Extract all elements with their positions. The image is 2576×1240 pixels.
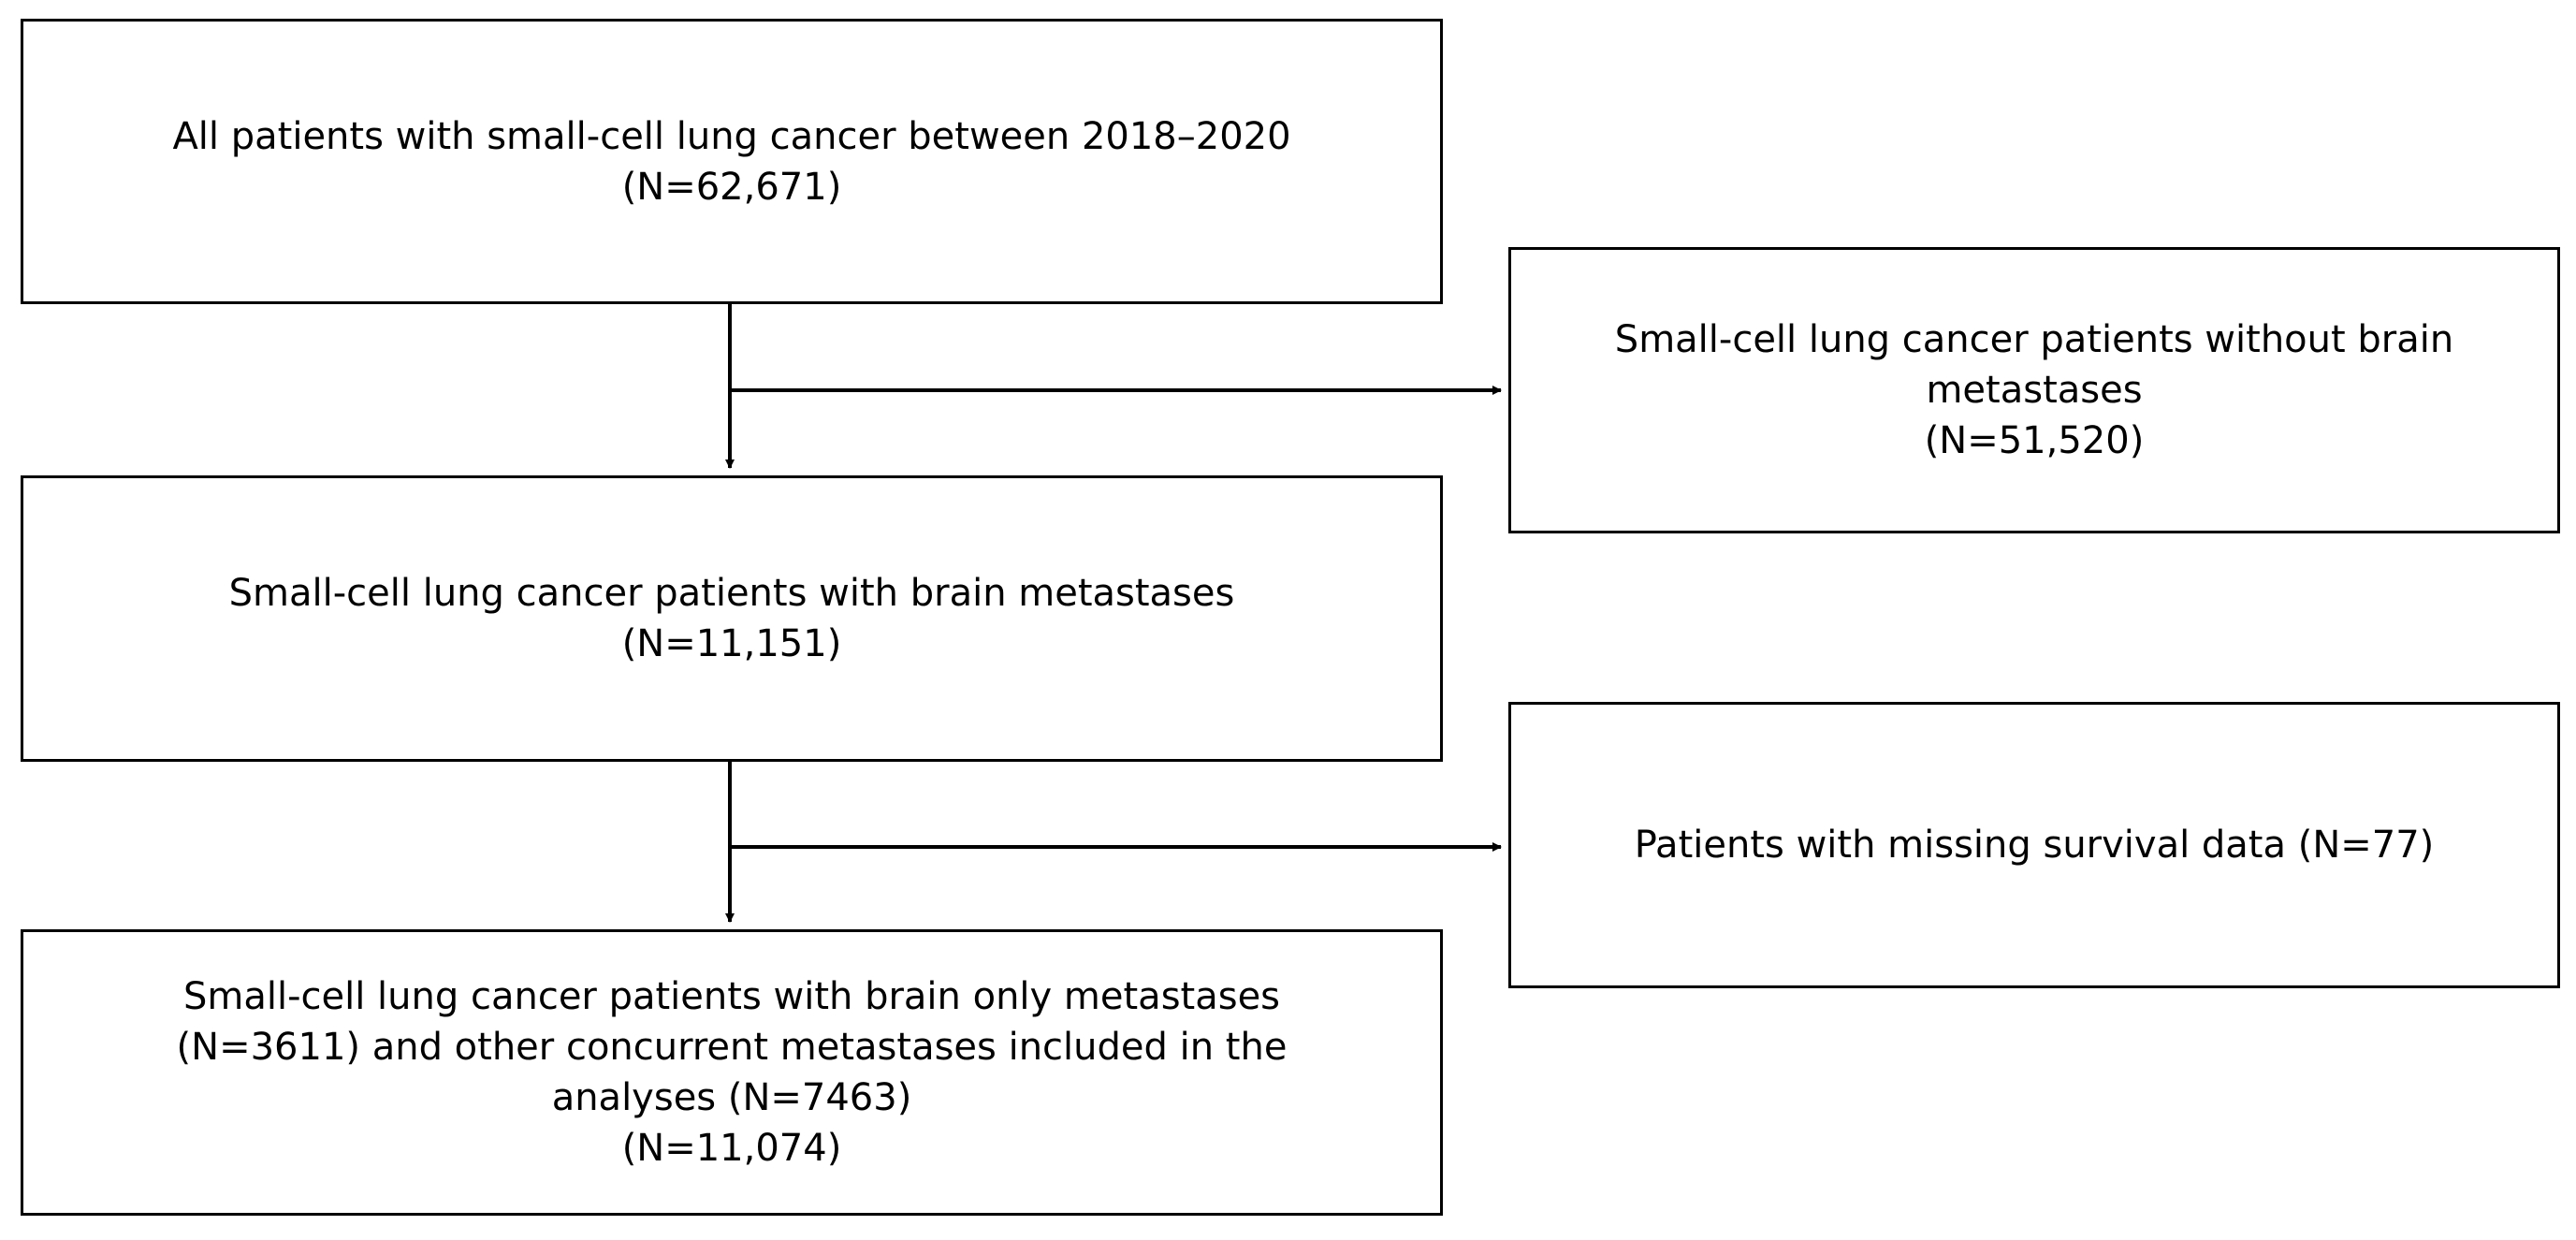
box-missing-survival-line1: Patients with missing survival data (N=7… — [1634, 824, 2435, 867]
box-all-patients: All patients with small-cell lung cancer… — [21, 19, 1443, 304]
box-final-cohort-line2: (N=3611) and other concurrent metastases… — [176, 1026, 1288, 1069]
box-final-cohort-line1: Small-cell lung cancer patients with bra… — [182, 975, 1281, 1018]
box-with-brain-mets-line2: (N=11,151) — [621, 622, 842, 665]
box-final-cohort-line4: (N=11,074) — [621, 1127, 842, 1170]
box-without-brain-mets: Small-cell lung cancer patients without … — [1508, 247, 2560, 533]
box-without-brain-mets-line2: metastases — [1926, 369, 2143, 412]
box-all-patients-line2: (N=62,671) — [621, 165, 842, 209]
box-final-cohort: Small-cell lung cancer patients with bra… — [21, 929, 1443, 1216]
box-final-cohort-line3: analyses (N=7463) — [551, 1076, 912, 1119]
box-with-brain-mets: Small-cell lung cancer patients with bra… — [21, 475, 1443, 762]
box-without-brain-mets-line3: (N=51,520) — [1924, 419, 2145, 462]
box-missing-survival: Patients with missing survival data (N=7… — [1508, 702, 2560, 988]
box-all-patients-line1: All patients with small-cell lung cancer… — [172, 114, 1291, 158]
box-with-brain-mets-line1: Small-cell lung cancer patients with bra… — [228, 572, 1235, 615]
box-without-brain-mets-line1: Small-cell lung cancer patients without … — [1614, 318, 2454, 361]
